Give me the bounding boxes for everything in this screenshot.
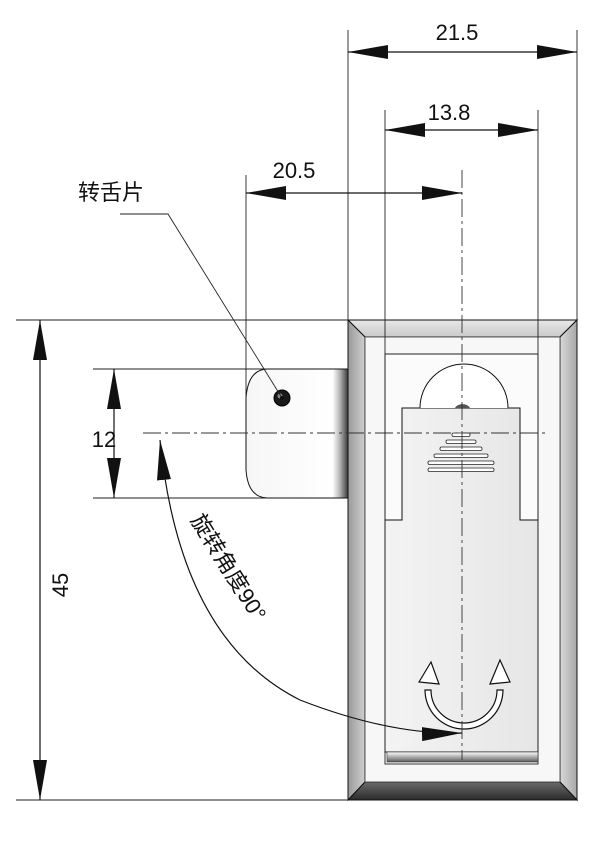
tongue-plate [245, 368, 349, 499]
lock-body [346, 318, 579, 802]
extension-lines [16, 30, 578, 801]
dim-tongue-offset-label: 20.5 [273, 158, 316, 183]
dim-inner-width-label: 13.8 [428, 100, 471, 125]
frame-bottom-bevel [346, 781, 579, 801]
slide-plate-strip [386, 751, 539, 763]
dim-overall-width-label: 21.5 [436, 20, 479, 45]
rotation-arc [157, 439, 463, 742]
rotating-tongue [245, 368, 349, 499]
key-cylinder-shade [455, 404, 470, 408]
tongue-leader-dot [280, 396, 284, 400]
dim-height-label: 45 [48, 573, 73, 597]
slide-plate [384, 407, 539, 753]
frame-top-bevel [346, 319, 579, 338]
frame-right-bevel [559, 318, 578, 802]
tongue-leader-line [120, 213, 283, 399]
dim-tongue-width-label: 12 [92, 427, 116, 452]
rotation-angle-label: 旋转角度90° [186, 509, 271, 625]
tongue-label: 转舌片 [78, 180, 144, 205]
key-cylinder [419, 363, 509, 409]
frame-left-bevel [347, 318, 366, 802]
